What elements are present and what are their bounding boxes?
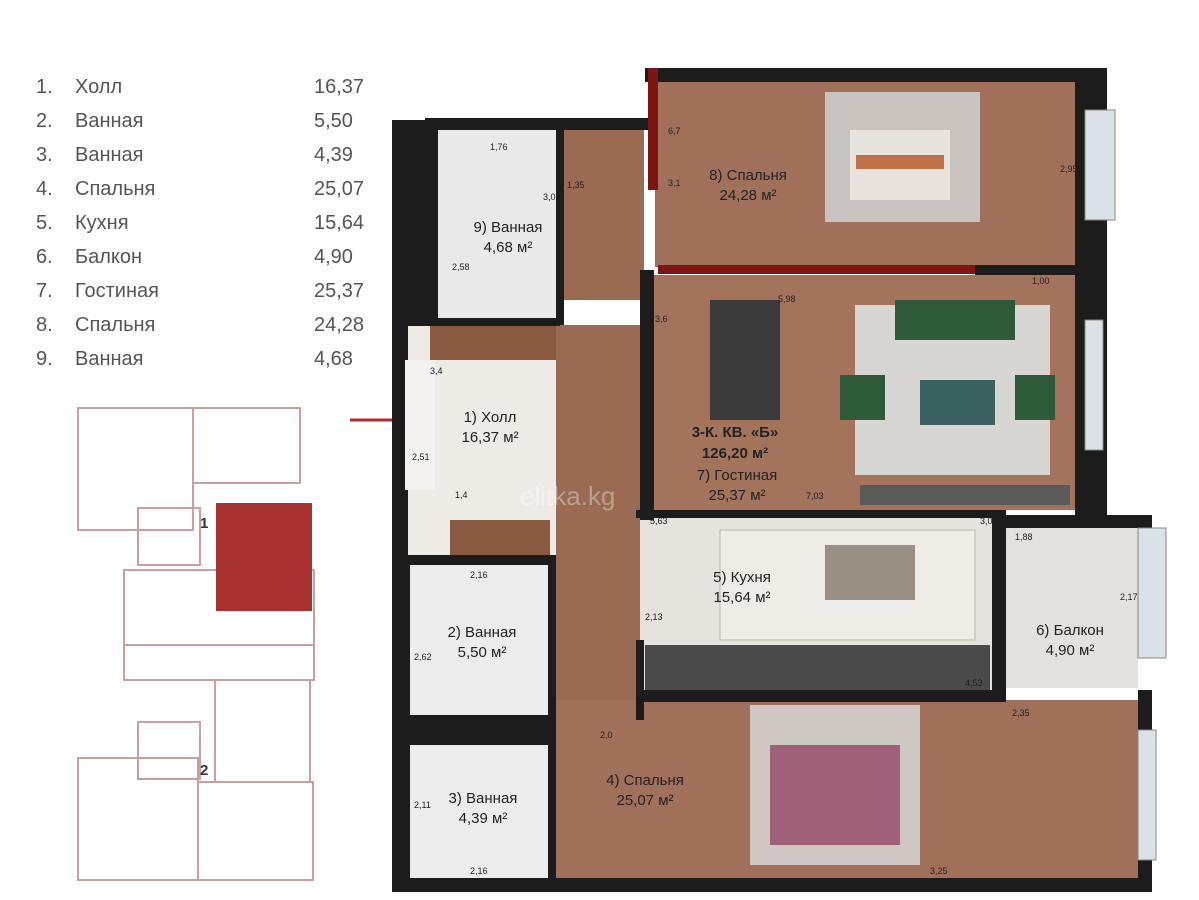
- legend-number: 1.: [36, 76, 53, 98]
- room-8-area: 24,28 м²: [719, 187, 776, 204]
- legend-room-name: Балкон: [75, 246, 143, 268]
- room-4-name: 4) Спальня: [606, 772, 684, 789]
- room-5-area: 15,64 м²: [713, 589, 770, 606]
- legend-room-area: 5,50: [314, 110, 353, 132]
- room-3-bathroom[interactable]: [410, 745, 550, 878]
- dimension-label: 2,13: [645, 612, 663, 622]
- legend-room-name: Ванная: [75, 144, 144, 166]
- dimension-label: 2,35: [1012, 708, 1030, 718]
- legend-room-area: 25,07: [314, 178, 365, 200]
- dimension-label: 2,51: [412, 452, 430, 462]
- legend-room-name: Ванная: [75, 348, 144, 370]
- legend-row: 9. Ванная 4,68: [36, 348, 386, 382]
- dimension-label: 2,16: [470, 866, 488, 876]
- apartment-type: 3-К. КВ. «Б»: [692, 424, 779, 441]
- legend-number: 9.: [36, 348, 53, 370]
- legend-row: 1. Холл 16,37: [36, 76, 386, 110]
- dimension-label: 3,0: [543, 192, 556, 202]
- legend-room-name: Гостиная: [75, 280, 159, 302]
- key-plan: [77, 407, 315, 881]
- dimension-label: 3,4: [430, 366, 443, 376]
- key-plan-section-2: 2: [200, 762, 208, 779]
- legend-room-name: Ванная: [75, 110, 144, 132]
- corridor: [556, 325, 640, 720]
- dimension-label: 2,16: [470, 570, 488, 580]
- room-9-name: 9) Ванная: [474, 219, 543, 236]
- legend-room-name: Спальня: [75, 314, 156, 336]
- room-8-name: 8) Спальня: [709, 167, 787, 184]
- watermark: elitka.kg: [520, 481, 615, 511]
- legend-room-area: 24,28: [314, 314, 365, 336]
- room-6-area: 4,90 м²: [1046, 642, 1095, 659]
- room-9-bathroom[interactable]: [438, 130, 558, 320]
- legend-number: 4.: [36, 178, 53, 200]
- key-plan-section-1: 1: [200, 515, 208, 532]
- room-1-name: 1) Холл: [464, 409, 517, 426]
- room-2-name: 2) Ванная: [448, 624, 517, 641]
- dimension-label: 6,7: [668, 126, 681, 136]
- dimension-label: 1,00: [1032, 276, 1050, 286]
- dimension-label: 3,6: [655, 314, 668, 324]
- legend-room-area: 4,90: [314, 246, 353, 268]
- dimension-label: 1,35: [567, 180, 585, 190]
- dimension-label: 5,98: [778, 294, 796, 304]
- legend-row: 4. Спальня 25,07: [36, 178, 386, 212]
- room-7-area: 25,37 м²: [708, 487, 765, 504]
- legend-room-area: 25,37: [314, 280, 365, 302]
- dimension-label: 2,17: [1120, 592, 1138, 602]
- legend-number: 5.: [36, 212, 53, 234]
- legend-number: 6.: [36, 246, 53, 268]
- dimension-label: 1,4: [455, 490, 468, 500]
- room-1-area: 16,37 м²: [461, 429, 518, 446]
- legend-number: 7.: [36, 280, 53, 302]
- legend-row: 8. Спальня 24,28: [36, 314, 386, 348]
- room-9-area: 4,68 м²: [484, 239, 533, 256]
- dimension-label: 4,53: [965, 678, 983, 688]
- dimension-label: 3,0: [980, 516, 993, 526]
- legend-room-name: Холл: [75, 76, 123, 98]
- legend-number: 2.: [36, 110, 53, 132]
- apartment-total-area: 126,20 м²: [702, 445, 768, 462]
- legend-number: 3.: [36, 144, 53, 166]
- dimension-label: 2,95: [1060, 164, 1078, 174]
- legend-number: 8.: [36, 314, 53, 336]
- dimension-label: 2,0: [600, 730, 613, 740]
- dimension-label: 2,11: [414, 800, 431, 810]
- legend-row: 3. Ванная 4,39: [36, 144, 386, 178]
- dimension-label: 2,58: [452, 262, 470, 272]
- legend-row: 6. Балкон 4,90: [36, 246, 386, 280]
- legend-row: 7. Гостиная 25,37: [36, 280, 386, 314]
- legend-room-name: Кухня: [75, 212, 129, 234]
- room-2-bathroom[interactable]: [410, 565, 550, 715]
- legend-room-area: 15,64: [314, 212, 365, 234]
- dimension-label: 7,03: [806, 491, 824, 501]
- key-plan-highlight: [216, 503, 312, 611]
- room-7-name: 7) Гостиная: [697, 467, 777, 484]
- legend-room-area: 16,37: [314, 76, 365, 98]
- legend-row: 2. Ванная 5,50: [36, 110, 386, 144]
- room-6-balcony[interactable]: [1005, 528, 1138, 688]
- dimension-label: 1,88: [1015, 532, 1033, 542]
- dimension-label: 2,62: [414, 652, 432, 662]
- dimension-label: 5,63: [650, 516, 668, 526]
- room-3-area: 4,39 м²: [459, 810, 508, 827]
- dimension-label: 1,76: [490, 142, 508, 152]
- dimension-label: 3,25: [930, 866, 948, 876]
- legend-room-name: Спальня: [75, 178, 156, 200]
- room-6-name: 6) Балкон: [1036, 622, 1104, 639]
- legend-room-area: 4,68: [314, 348, 353, 370]
- room-3-name: 3) Ванная: [449, 790, 518, 807]
- room-2-area: 5,50 м²: [458, 644, 507, 661]
- legend-room-area: 4,39: [314, 144, 353, 166]
- dimension-label: 3,1: [668, 178, 681, 188]
- legend-row: 5. Кухня 15,64: [36, 212, 386, 246]
- room-legend: 1. Холл 16,37 2. Ванная 5,50 3. Ванная 4,39 4. Спа…: [36, 76, 386, 382]
- room-5-name: 5) Кухня: [713, 569, 771, 586]
- room-4-area: 25,07 м²: [616, 792, 673, 809]
